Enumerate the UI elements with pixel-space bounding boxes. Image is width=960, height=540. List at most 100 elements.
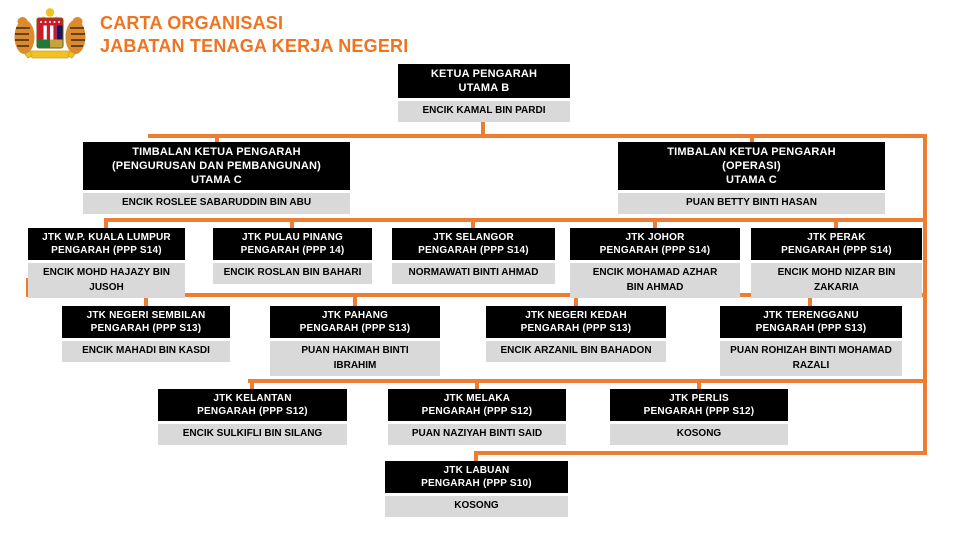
node-title-line1: TIMBALAN KETUA PENGARAH: [132, 146, 301, 158]
node-title-line2: PENGARAH (PPP S12): [197, 406, 308, 418]
node-title: JTK W.P. KUALA LUMPUR PENGARAH (PPP S14): [28, 228, 185, 261]
node-holder-name: KOSONG: [610, 424, 788, 445]
node-jtk-negeri-sembilan: JTK NEGERI SEMBILAN PENGARAH (PPP S13) E…: [62, 306, 230, 362]
node-jtk-pahang: JTK PAHANG PENGARAH (PPP S13) PUAN HAKIM…: [270, 306, 440, 377]
node-title-line1: JTK KELANTAN: [213, 393, 292, 404]
node-jtk-melaka: JTK MELAKA PENGARAH (PPP S12) PUAN NAZIY…: [388, 389, 566, 445]
node-title-line3: UTAMA C: [726, 174, 777, 187]
node-title-line1: JTK NEGERI KEDAH: [525, 310, 627, 321]
connector-row1-stub-2: [290, 222, 294, 229]
node-title: JTK PERAK PENGARAH (PPP S14): [751, 228, 922, 261]
node-title: TIMBALAN KETUA PENGARAH (PENGURUSAN DAN …: [83, 142, 350, 191]
node-jtk-negeri-kedah: JTK NEGERI KEDAH PENGARAH (PPP S13) ENCI…: [486, 306, 666, 362]
node-title-line1: JTK PAHANG: [321, 310, 389, 321]
node-title-line1: JTK W.P. KUALA LUMPUR: [42, 232, 171, 243]
node-jtk-wp-kuala-lumpur: JTK W.P. KUALA LUMPUR PENGARAH (PPP S14)…: [28, 228, 185, 299]
node-title-line2: PENGARAH (PPP S13): [520, 323, 632, 335]
node-holder-name: ENCIK SULKIFLI BIN SILANG: [158, 424, 347, 445]
node-title: JTK TERENGGANU PENGARAH (PPP S13): [720, 306, 902, 339]
coat-of-arms-logo: [10, 6, 90, 67]
node-title-line2: PENGARAH (PPP S12): [421, 406, 533, 418]
node-ketua-pengarah: KETUA PENGARAH UTAMA B ENCIK KAMAL BIN P…: [398, 64, 570, 122]
node-holder-name: ENCIK MAHADI BIN KASDI: [62, 341, 230, 362]
connector-row1-stub-5: [834, 222, 838, 229]
node-timbalan-pengurusan-pembangunan: TIMBALAN KETUA PENGARAH (PENGURUSAN DAN …: [83, 142, 350, 214]
node-title-line1: JTK PERLIS: [669, 393, 729, 404]
node-title-line1: JTK JOHOR: [625, 232, 685, 243]
node-title: JTK MELAKA PENGARAH (PPP S12): [388, 389, 566, 422]
node-holder-name: PUAN HAKIMAH BINTI IBRAHIM: [270, 341, 440, 377]
connector-row2-horizontal: [26, 293, 927, 297]
node-holder-name: ENCIK ARZANIL BIN BAHADON: [486, 341, 666, 362]
node-title: JTK JOHOR PENGARAH (PPP S14): [570, 228, 740, 261]
node-holder-name: ENCIK MOHD NIZAR BIN ZAKARIA: [751, 263, 922, 299]
node-title-line2: PENGARAH (PPP S10): [421, 478, 532, 490]
node-title: JTK PERLIS PENGARAH (PPP S12): [610, 389, 788, 422]
node-holder-name: ENCIK MOHD HAJAZY BIN JUSOH: [28, 263, 185, 299]
node-holder-name: ENCIK MOHAMAD AZHAR BIN AHMAD: [570, 263, 740, 299]
page-title-line2: JABATAN TENAGA KERJA NEGERI: [100, 36, 409, 57]
connector-row2-stub-4: [808, 297, 812, 306]
connector-deputy-right-stub: [750, 138, 754, 145]
node-title-line2: PENGARAH (PPP 14): [240, 245, 345, 257]
node-jtk-kelantan: JTK KELANTAN PENGARAH (PPP S12) ENCIK SU…: [158, 389, 347, 445]
connector-row4-horizontal: [474, 451, 927, 455]
node-title: JTK LABUAN PENGARAH (PPP S10): [385, 461, 568, 494]
node-title-line1: JTK PULAU PINANG: [242, 232, 343, 243]
jata-negara-icon: [14, 7, 86, 59]
connector-row3-horizontal: [248, 379, 927, 383]
node-holder-name: PUAN BETTY BINTI HASAN: [618, 193, 885, 214]
node-title-line3: UTAMA C: [191, 174, 242, 187]
node-title-line2: PENGARAH (PPP S12): [643, 406, 755, 418]
node-jtk-johor: JTK JOHOR PENGARAH (PPP S14) ENCIK MOHAM…: [570, 228, 740, 299]
node-title-line2: PENGARAH (PPP S13): [90, 323, 202, 335]
connector-row4-stub-1: [474, 455, 478, 463]
node-holder-name: ENCIK KAMAL BIN PARDI: [398, 101, 570, 122]
node-holder-name: ENCIK ROSLEE SABARUDDIN BIN ABU: [83, 193, 350, 214]
node-holder-name: PUAN ROHIZAH BINTI MOHAMAD RAZALI: [720, 341, 902, 377]
node-jtk-labuan: JTK LABUAN PENGARAH (PPP S10) KOSONG: [385, 461, 568, 517]
node-title-line1: KETUA PENGARAH: [430, 68, 538, 80]
node-title-line1: JTK NEGERI SEMBILAN: [86, 310, 206, 321]
node-title-line1: JTK SELANGOR: [433, 232, 514, 243]
node-title: JTK NEGERI KEDAH PENGARAH (PPP S13): [486, 306, 666, 339]
node-jtk-perlis: JTK PERLIS PENGARAH (PPP S12) KOSONG: [610, 389, 788, 445]
node-jtk-terengganu: JTK TERENGGANU PENGARAH (PPP S13) PUAN R…: [720, 306, 902, 377]
node-jtk-perak: JTK PERAK PENGARAH (PPP S14) ENCIK MOHD …: [751, 228, 922, 299]
node-title: JTK PULAU PINANG PENGARAH (PPP 14): [213, 228, 372, 261]
connector-row1-horizontal: [104, 218, 927, 222]
node-title-line2: UTAMA B: [458, 82, 510, 95]
connector-row1-stub-3: [471, 222, 475, 229]
connector-row1-stub-1: [104, 222, 108, 229]
connector-row1-stub-4: [653, 222, 657, 229]
node-title-line2: PENGARAH (PPP S14): [781, 245, 892, 257]
connector-row3-stub-1: [250, 383, 254, 390]
node-timbalan-operasi: TIMBALAN KETUA PENGARAH (OPERASI) UTAMA …: [618, 142, 885, 214]
node-title-line2: (PENGURUSAN DAN PEMBANGUNAN): [111, 160, 322, 173]
node-holder-name: NORMAWATI BINTI AHMAD: [392, 263, 555, 284]
connector-deputy-left-stub: [215, 138, 219, 145]
node-holder-name: KOSONG: [385, 496, 568, 517]
node-holder-name: ENCIK ROSLAN BIN BAHARI: [213, 263, 372, 284]
node-title-line2: PENGARAH (PPP S14): [599, 245, 711, 257]
node-title-line2: PENGARAH (PPP S14): [51, 245, 162, 257]
node-title: KETUA PENGARAH UTAMA B: [398, 64, 570, 99]
node-title: TIMBALAN KETUA PENGARAH (OPERASI) UTAMA …: [618, 142, 885, 191]
node-title-line2: PENGARAH (PPP S13): [755, 323, 867, 335]
page-title: CARTA ORGANISASI JABATAN TENAGA KERJA NE…: [100, 12, 408, 59]
connector-row3-stub-2: [475, 383, 479, 390]
connector-root-stub: [481, 118, 485, 137]
node-title: JTK PAHANG PENGARAH (PPP S13): [270, 306, 440, 339]
connector-row3-stub-3: [697, 383, 701, 390]
node-title: JTK NEGERI SEMBILAN PENGARAH (PPP S13): [62, 306, 230, 339]
node-title-line2: PENGARAH (PPP S14): [418, 245, 529, 257]
node-holder-name: PUAN NAZIYAH BINTI SAID: [388, 424, 566, 445]
node-jtk-pulau-pinang: JTK PULAU PINANG PENGARAH (PPP 14) ENCIK…: [213, 228, 372, 284]
connector-row2-stub-1: [144, 297, 148, 306]
connector-row2-stub-2: [353, 297, 357, 306]
node-title: JTK KELANTAN PENGARAH (PPP S12): [158, 389, 347, 422]
page-title-line1: CARTA ORGANISASI: [100, 13, 284, 33]
node-jtk-selangor: JTK SELANGOR PENGARAH (PPP S14) NORMAWAT…: [392, 228, 555, 284]
node-title-line1: JTK PERAK: [807, 232, 866, 243]
